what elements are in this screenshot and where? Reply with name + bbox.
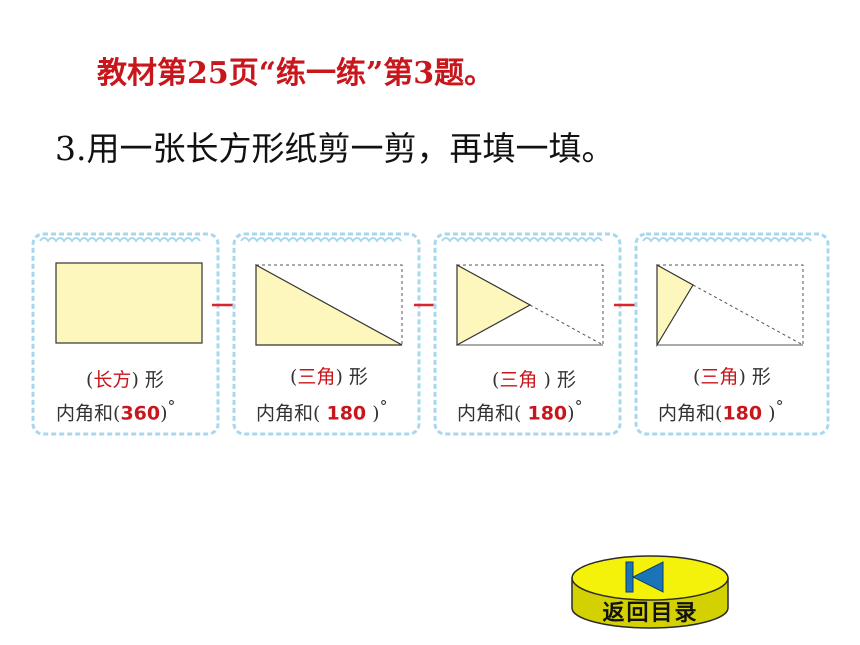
shape-suffix: 形 xyxy=(556,369,576,391)
back-to-contents-button[interactable]: 返回目录 xyxy=(568,548,733,632)
angle-sum-label: 内角和 xyxy=(658,402,716,425)
exercise-reference: 教材第25页“练一练”第3题。 xyxy=(97,56,495,91)
triangle-shape xyxy=(255,263,403,346)
shape-answer: 三角 xyxy=(700,366,739,388)
triangle-shape xyxy=(456,263,532,347)
shape-name-line: (长方) 形 xyxy=(86,369,164,391)
triangle-shape xyxy=(656,263,694,348)
angle-sum-label: 内角和 xyxy=(457,402,515,425)
angle-answer: 180 xyxy=(326,402,367,425)
shape-suffix: 形 xyxy=(751,366,771,388)
shape-suffix: 形 xyxy=(144,369,164,391)
angle-sum-line: 内角和(180 )° xyxy=(658,397,784,425)
card-triangle-2 xyxy=(433,232,622,436)
angle-answer: 180 xyxy=(527,402,568,425)
shape-name-line: (三角) 形 xyxy=(290,366,368,388)
angle-sum-label: 内角和 xyxy=(256,402,314,425)
back-button-label: 返回目录 xyxy=(602,600,699,626)
shape-answer: 三角 xyxy=(297,366,336,388)
degree-symbol: ° xyxy=(379,397,388,416)
angle-sum-line: 内角和( 180 )° xyxy=(256,397,388,425)
angle-sum-line: 内角和( 180)° xyxy=(457,397,583,425)
skip-back-icon xyxy=(625,561,664,593)
card-triangle-1 xyxy=(232,232,421,436)
angle-sum-line: 内角和(360)° xyxy=(56,397,176,425)
shape-suffix: 形 xyxy=(348,366,368,388)
rectangle-shape xyxy=(55,262,203,344)
degree-symbol: ° xyxy=(574,397,583,416)
degree-symbol: ° xyxy=(775,397,784,416)
card-triangle-3 xyxy=(634,232,830,436)
angle-answer: 360 xyxy=(120,402,161,425)
angle-answer: 180 xyxy=(722,402,763,425)
degree-symbol: ° xyxy=(167,397,176,416)
shape-name-line: (三角) 形 xyxy=(693,366,771,388)
question-text: 3.用一张长方形纸剪一剪，再填一填。 xyxy=(55,129,615,168)
card-rectangle xyxy=(31,232,220,436)
button-drum xyxy=(571,555,729,629)
shape-name-line: (三角 ) 形 xyxy=(492,369,576,391)
shape-answer: 三角 xyxy=(499,369,538,391)
shape-answer: 长方 xyxy=(93,369,132,391)
angle-sum-label: 内角和 xyxy=(56,402,114,425)
